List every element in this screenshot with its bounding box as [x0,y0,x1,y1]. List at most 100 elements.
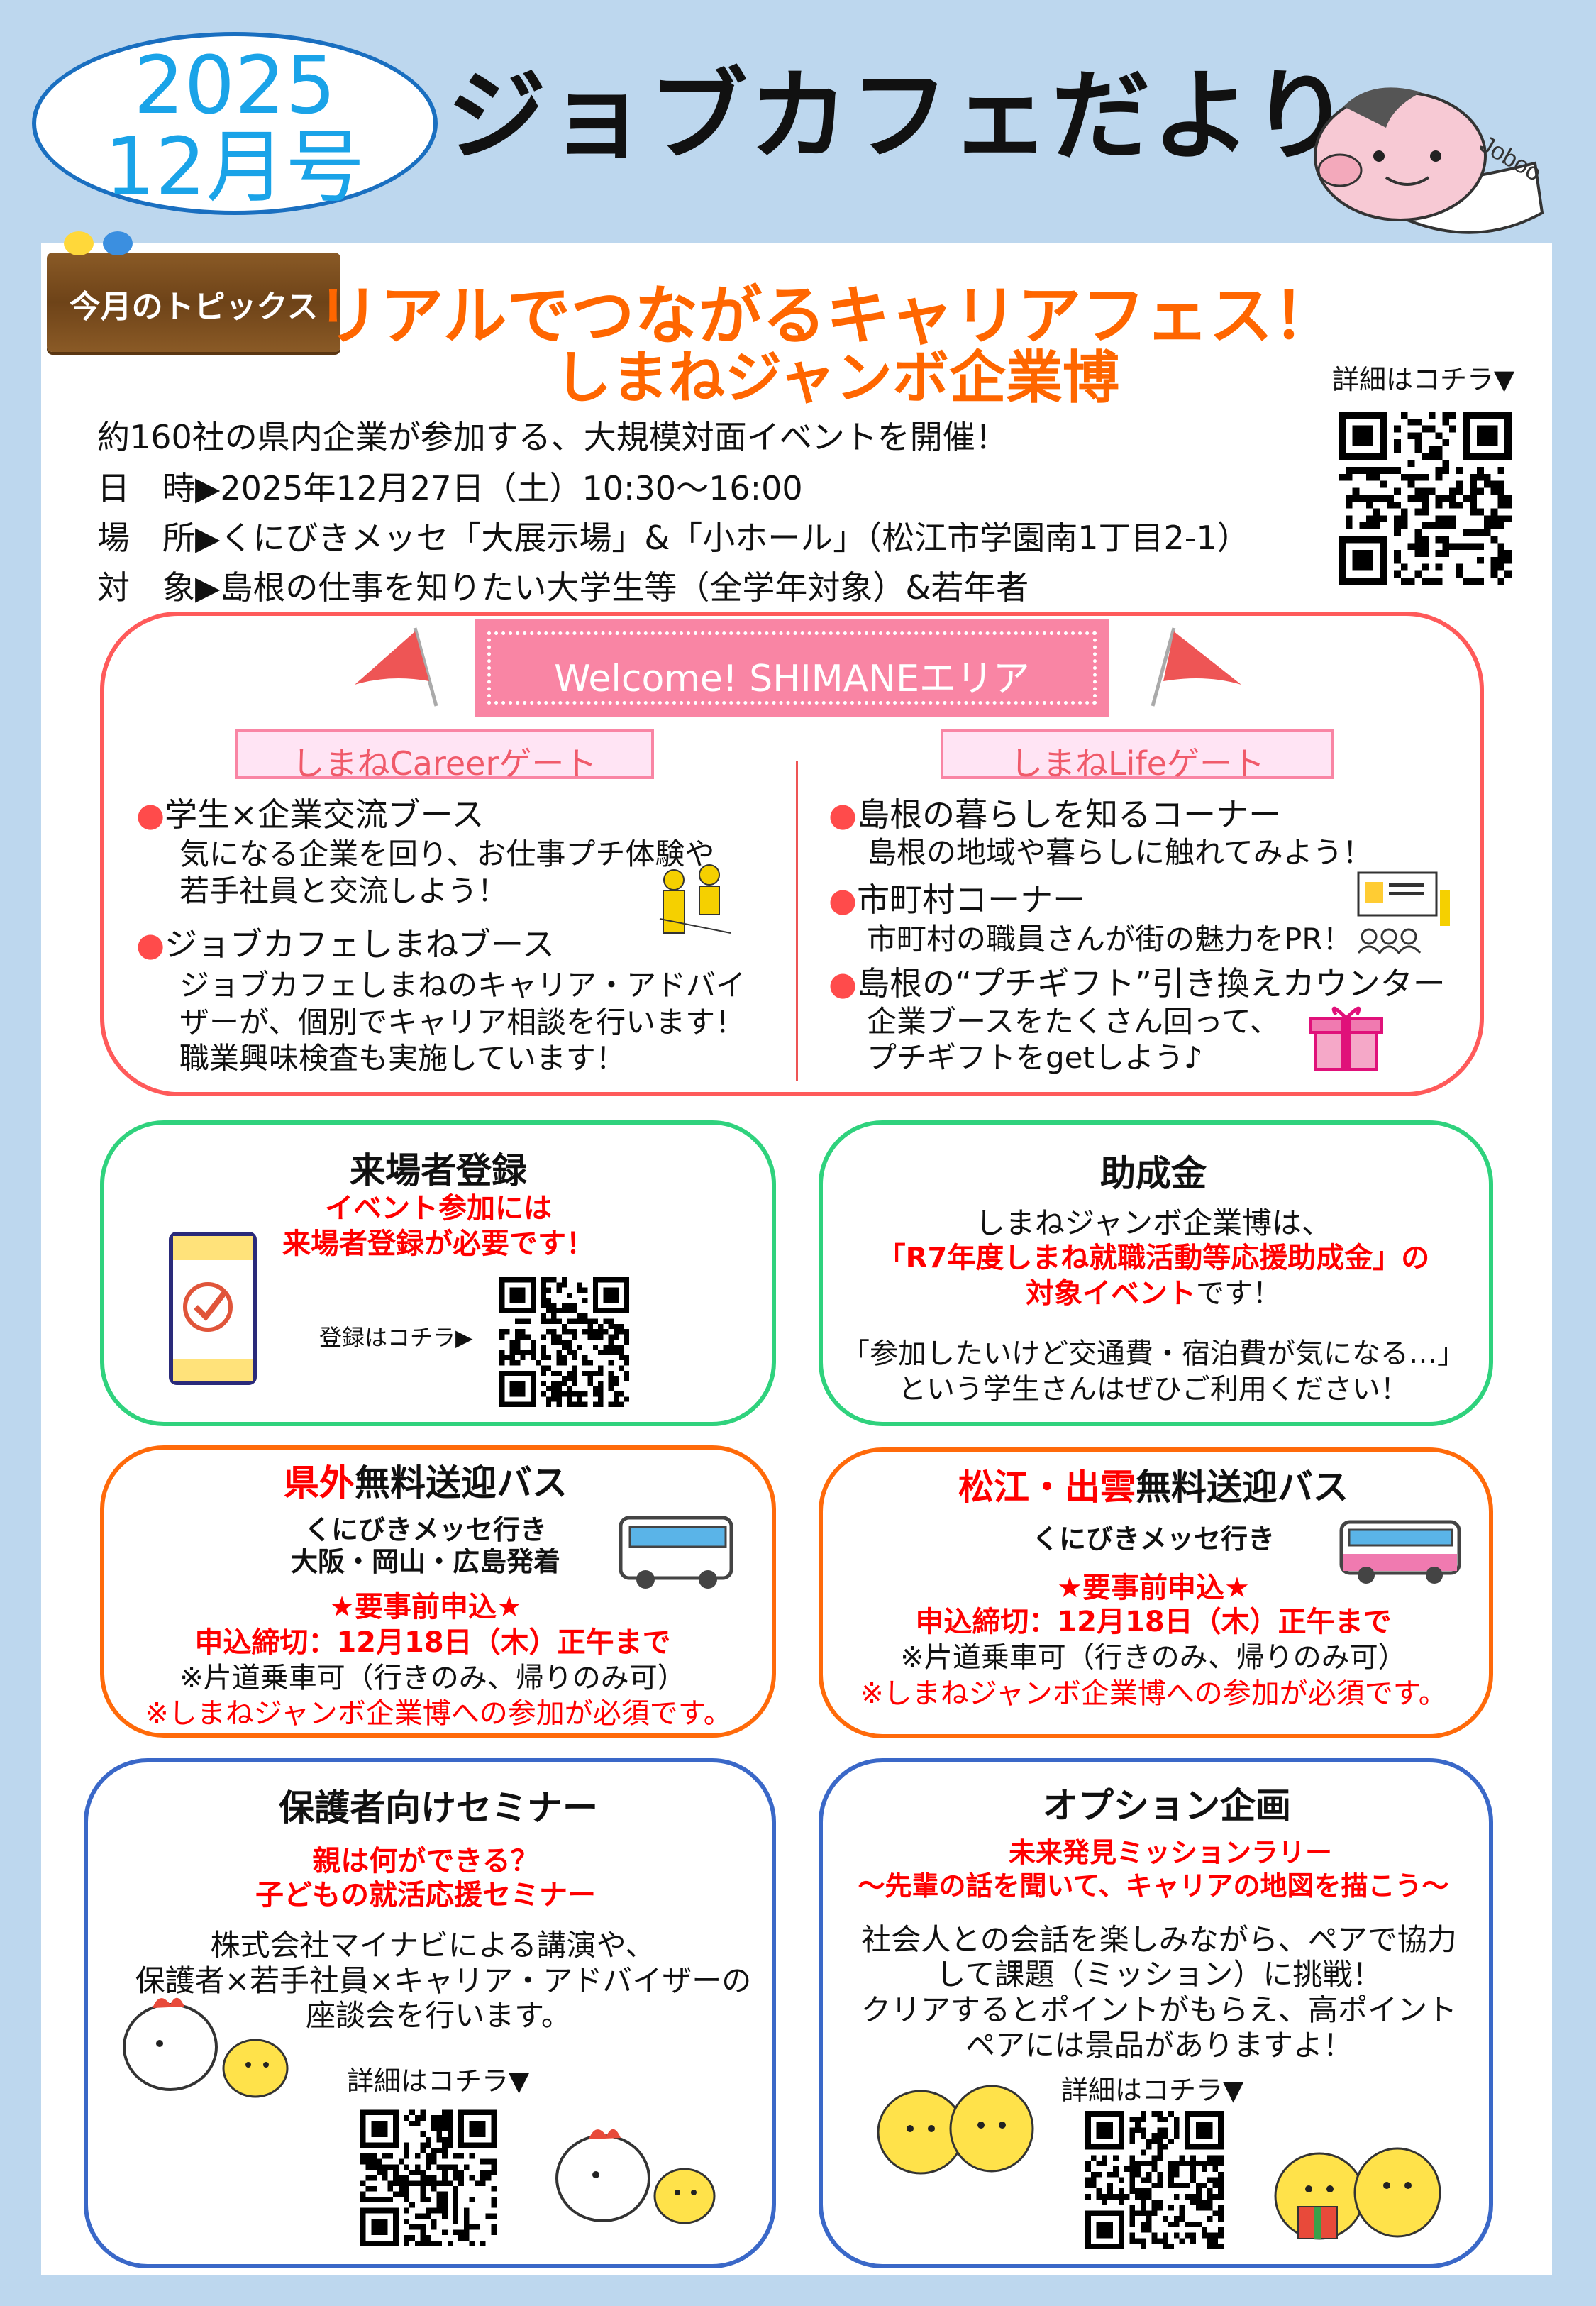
info-date-label: 日 時 [97,469,195,507]
bus-icon [617,1514,735,1591]
mascot-pig-icon: Joboo [1301,78,1549,248]
registration-alert-1: イベント参加には [325,1192,552,1225]
life-item-2-line-1: 市町村の職員さんが街の魅力をPR！ [867,922,1353,956]
topic-qr-code-icon[interactable] [1337,412,1513,585]
topics-sign-label: 今月のトピックス [69,289,318,325]
booth-staff-icon [653,862,734,940]
outside-bus-destination: くにびきメッセ行き [304,1514,548,1545]
option-subtitle-1: 未来発見ミッションラリー [1008,1837,1333,1868]
subsidy-line-3: 対象イベントです！ [1026,1270,1281,1311]
local-bus-title-red: 松江・出雲 [958,1467,1136,1508]
parents-seminar-line-2: 保護者×若手社員×キャリア・アドバイザーの [135,1963,752,1998]
local-bus-title-rest: 無料送迎バス [1136,1467,1348,1508]
issue-year: 2025 [133,40,336,132]
chick-icon [64,231,94,255]
subsidy-title: 助成金 [1100,1153,1207,1194]
life-gate-header: しまねLifeゲート [941,729,1334,783]
info-date: 日 時▶2025年12月27日（土）10:30～16:00 [97,463,803,509]
option-line-4: ペアには景品がありますよ！ [965,2028,1353,2063]
topic-details-link[interactable]: 詳細はコチラ▼ [1332,364,1515,395]
option-qr-code-icon[interactable] [1085,2111,1224,2249]
info-target: 対 象▶島根の仕事を知りたい大学生等（全学年対象）&若年者 [97,562,1029,609]
local-bus-box [819,1447,1493,1738]
issue-badge: 2025 12月号 [32,32,438,215]
chick-icon [1263,2122,1461,2246]
life-item-3-line-2: プチギフトをgetしよう♪ [867,1040,1203,1075]
option-line-2: して課題（ミッション）に挑戦！ [936,1957,1382,1992]
option-link[interactable]: 詳細はコチラ▼ [1061,2075,1244,2106]
parents-seminar-subtitle-2: 子どもの就活応援セミナー [255,1879,596,1911]
subsidy-line-2: 「R7年度しまね就職活動等応援助成金」の [877,1242,1430,1274]
topic-headline: リアルでつながるキャリアフェス！ [316,279,1337,353]
life-item-2-heading: 市町村コーナー [857,881,1086,919]
subsidy-line-3-rest: です！ [1196,1277,1281,1310]
issue-month: 12月号 [104,121,365,214]
welcome-banner: Welcome! SHIMANEエリア [475,619,1109,717]
outside-bus-deadline: 申込締切：12月18日（木）正午まで [194,1626,671,1659]
chicken-icon [113,1973,298,2100]
life-item-1-line-1: 島根の地域や暮らしに触れてみよう！ [867,835,1373,870]
life-gate-title: しまねLifeゲート [1010,744,1265,783]
banner-dotted-frame [487,631,1097,705]
subsidy-line-5: という学生さんはぜひご利用ください！ [898,1373,1409,1406]
parents-seminar-line-3: 座談会を行います。 [306,1998,571,2033]
smartphone-check-icon [169,1232,257,1385]
subsidy-line-1: しまねジャンボ企業博は、 [975,1206,1331,1240]
subsidy-target-event: 対象イベント [1026,1277,1196,1310]
info-date-value: ▶2025年12月27日（土）10:30～16:00 [195,469,803,507]
presentation-board-icon [1355,869,1458,955]
local-bus-note: ※片道乗車可（行きのみ、帰りのみ可） [900,1641,1407,1674]
outside-bus-title-red: 県外 [284,1462,355,1504]
registration-title: 来場者登録 [350,1150,527,1191]
info-venue: 場 所▶くにびきメッセ「大展示場」&「小ホール」（松江市学園南1丁目2-1） [97,512,1250,559]
registration-link[interactable]: 登録はコチラ▶ [319,1324,473,1351]
bird-icon [103,231,133,255]
subsidy-box [819,1120,1493,1426]
career-item-2-line-2: ザーが、個別でキャリア相談を行います！ [179,1005,746,1039]
career-gate-title: しまねCareerゲート [292,744,597,783]
registration-alert-2: 来場者登録が必要です！ [282,1228,594,1260]
subsidy-line-4: 「参加したいけど交通費・宿泊費が気になる…」 [841,1337,1465,1370]
bullet-icon: ● [136,925,165,964]
outside-bus-box [100,1445,776,1738]
parents-seminar-title: 保護者向けセミナー [279,1787,598,1828]
life-item-1-heading: 島根の暮らしを知るコーナー [857,795,1282,834]
life-item-heading: ●島根の“プチギフト”引き換えカウンター [829,958,1446,1005]
career-item-2-line-3: 職業興味検査も実施しています！ [179,1041,626,1076]
local-bus-deadline: 申込締切：12月18日（木）正午まで [915,1606,1392,1638]
career-item-2-line-1: ジョブカフェしまねのキャリア・アドバイ [179,968,746,1003]
info-target-label: 対 象 [97,568,195,607]
career-item-heading: ●ジョブカフェしまねブース [136,919,555,966]
info-venue-label: 場 所 [97,519,195,557]
local-bus-title: 松江・出雲無料送迎バス [958,1459,1348,1510]
outside-bus-note: ※片道乗車可（行きのみ、帰りのみ可） [179,1662,686,1694]
parents-seminar-subtitle-1: 親は何ができる？ [312,1845,539,1877]
bullet-icon: ● [829,795,858,834]
career-item-2-heading: ジョブカフェしまねブース [165,925,555,964]
parents-seminar-link[interactable]: 詳細はコチラ▼ [347,2065,530,2097]
flag-icon-left [355,627,438,707]
newsletter-title: ジョブカフェだより [447,59,1352,175]
option-line-3: クリアするとポイントがもらえ、高ポイント [860,1992,1458,2027]
outside-bus-reserve: ★要事前申込★ [329,1591,522,1623]
career-item-1-line-1: 気になる企業を回り、お仕事プチ体験や [179,837,715,871]
flag-icon-right [1151,627,1241,707]
gate-divider [796,761,798,1081]
chicken-icon [539,2107,724,2228]
local-bus-required: ※しまねジャンボ企業博への参加が必須です。 [860,1677,1447,1710]
life-item-heading: ●島根の暮らしを知るコーナー [829,789,1281,836]
outside-bus-title: 県外無料送迎バス [284,1455,567,1506]
info-venue-value: ▶くにびきメッセ「大展示場」&「小ホール」（松江市学園南1丁目2-1） [195,519,1250,557]
topic-intro: 約160社の県内企業が参加する、大規模対面イベントを開催！ [97,418,1008,456]
option-subtitle-2: ～先輩の話を聞いて、キャリアの地図を描こう～ [858,1870,1449,1902]
option-line-1: 社会人との会話を楽しみながら、ペアで協力 [861,1922,1457,1957]
life-item-3-heading: 島根の“プチギフト”引き換えカウンター [857,964,1446,1003]
registration-qr-code-icon[interactable] [499,1276,629,1408]
outside-bus-origin: 大阪・岡山・広島発着 [290,1546,561,1577]
bus-icon [1338,1518,1463,1586]
wooden-sign-icon: 今月のトピックス [47,253,340,352]
career-item-1-heading: 学生×企業交流ブース [165,795,484,834]
topic-subheadline: しまねジャンボ企業博 [555,345,1119,411]
parents-seminar-qr-code-icon[interactable] [360,2109,497,2246]
local-bus-destination: くにびきメッセ行き [1031,1523,1275,1555]
